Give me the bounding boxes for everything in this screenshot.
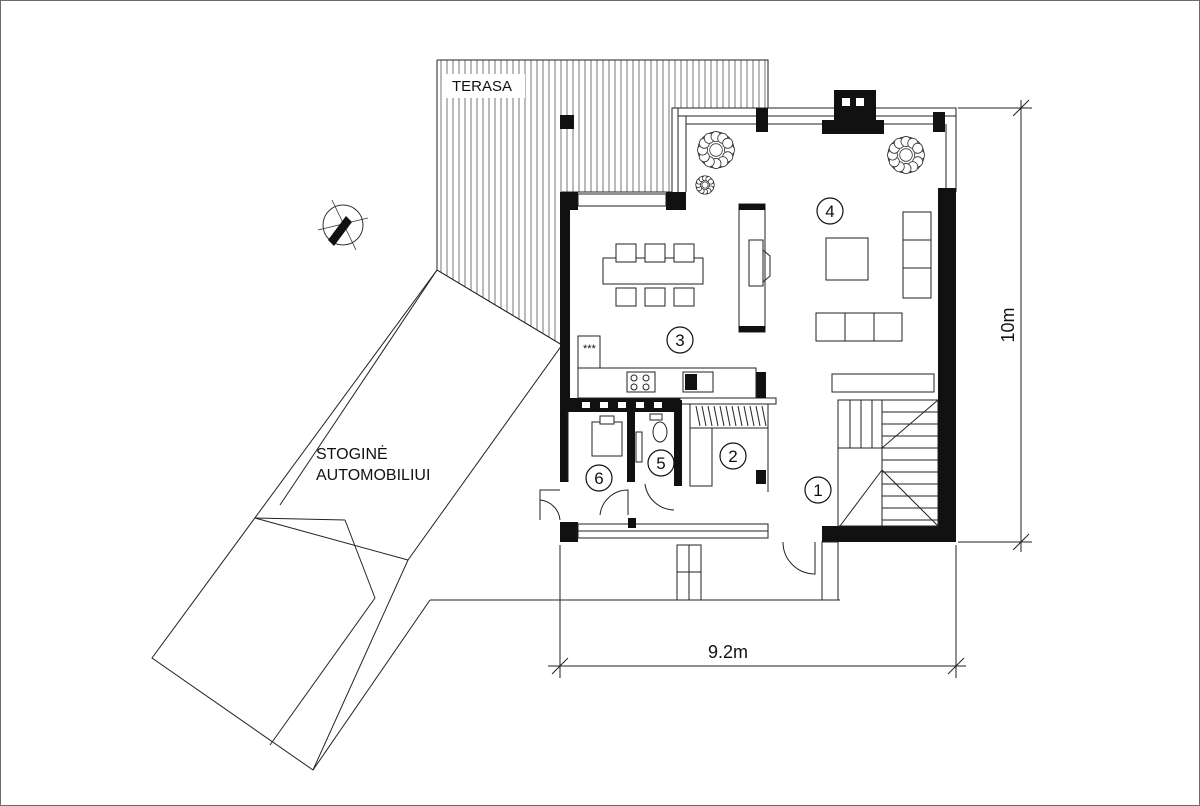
dimension-width: 9.2m <box>548 545 966 678</box>
width-dimension-label: 9.2m <box>708 642 748 662</box>
living-room <box>695 131 935 393</box>
height-dimension-label: 10m <box>998 307 1018 342</box>
sofa-bottom <box>815 312 903 342</box>
svg-text:5: 5 <box>656 454 665 473</box>
dining-chair <box>673 243 695 263</box>
svg-text:1: 1 <box>813 481 822 500</box>
dining-room: *** <box>577 203 771 399</box>
terrace-deck: TERASA <box>436 59 769 346</box>
utility-room <box>567 412 623 482</box>
sideboard <box>831 373 935 393</box>
room-number-5: 5 <box>647 449 675 477</box>
toilet-icon <box>652 421 668 443</box>
room-number-1: 1 <box>804 476 832 504</box>
svg-text:6: 6 <box>594 469 603 488</box>
room-number-3: 3 <box>666 326 694 354</box>
dining-chair <box>615 243 637 263</box>
carport-label-line1: STOGINĖ <box>316 444 388 463</box>
dining-chair <box>673 287 695 307</box>
room-number-2: 2 <box>719 442 747 470</box>
svg-text:4: 4 <box>825 202 834 221</box>
dining-chair <box>644 287 666 307</box>
coffee-table <box>825 237 869 281</box>
plant-icon <box>695 131 925 195</box>
room-number-4: 4 <box>816 197 844 225</box>
wc-room <box>635 413 668 463</box>
wardrobe-room <box>689 403 769 487</box>
dimension-height: 10m <box>958 99 1032 552</box>
carport: STOGINĖ AUTOMOBILIUI <box>151 269 840 771</box>
dining-chair <box>644 243 666 263</box>
sofa-right <box>902 211 932 299</box>
stove-mark: *** <box>583 343 597 355</box>
svg-text:3: 3 <box>675 331 684 350</box>
staircase <box>837 399 939 527</box>
terrace-post <box>560 115 574 129</box>
cooktop-icon <box>626 371 656 393</box>
dining-chair <box>615 287 637 307</box>
svg-text:2: 2 <box>728 447 737 466</box>
terrace-label: TERASA <box>452 78 512 95</box>
room-number-6: 6 <box>585 464 613 492</box>
wc-sink-icon <box>635 431 643 463</box>
carport-label-line2: AUTOMOBILIUI <box>316 467 430 484</box>
boiler-icon <box>591 421 623 457</box>
north-arrow-icon <box>317 199 369 251</box>
house-walls <box>560 90 957 542</box>
doors <box>539 483 839 601</box>
room-number-markers: 1 2 3 4 5 6 <box>585 197 844 504</box>
